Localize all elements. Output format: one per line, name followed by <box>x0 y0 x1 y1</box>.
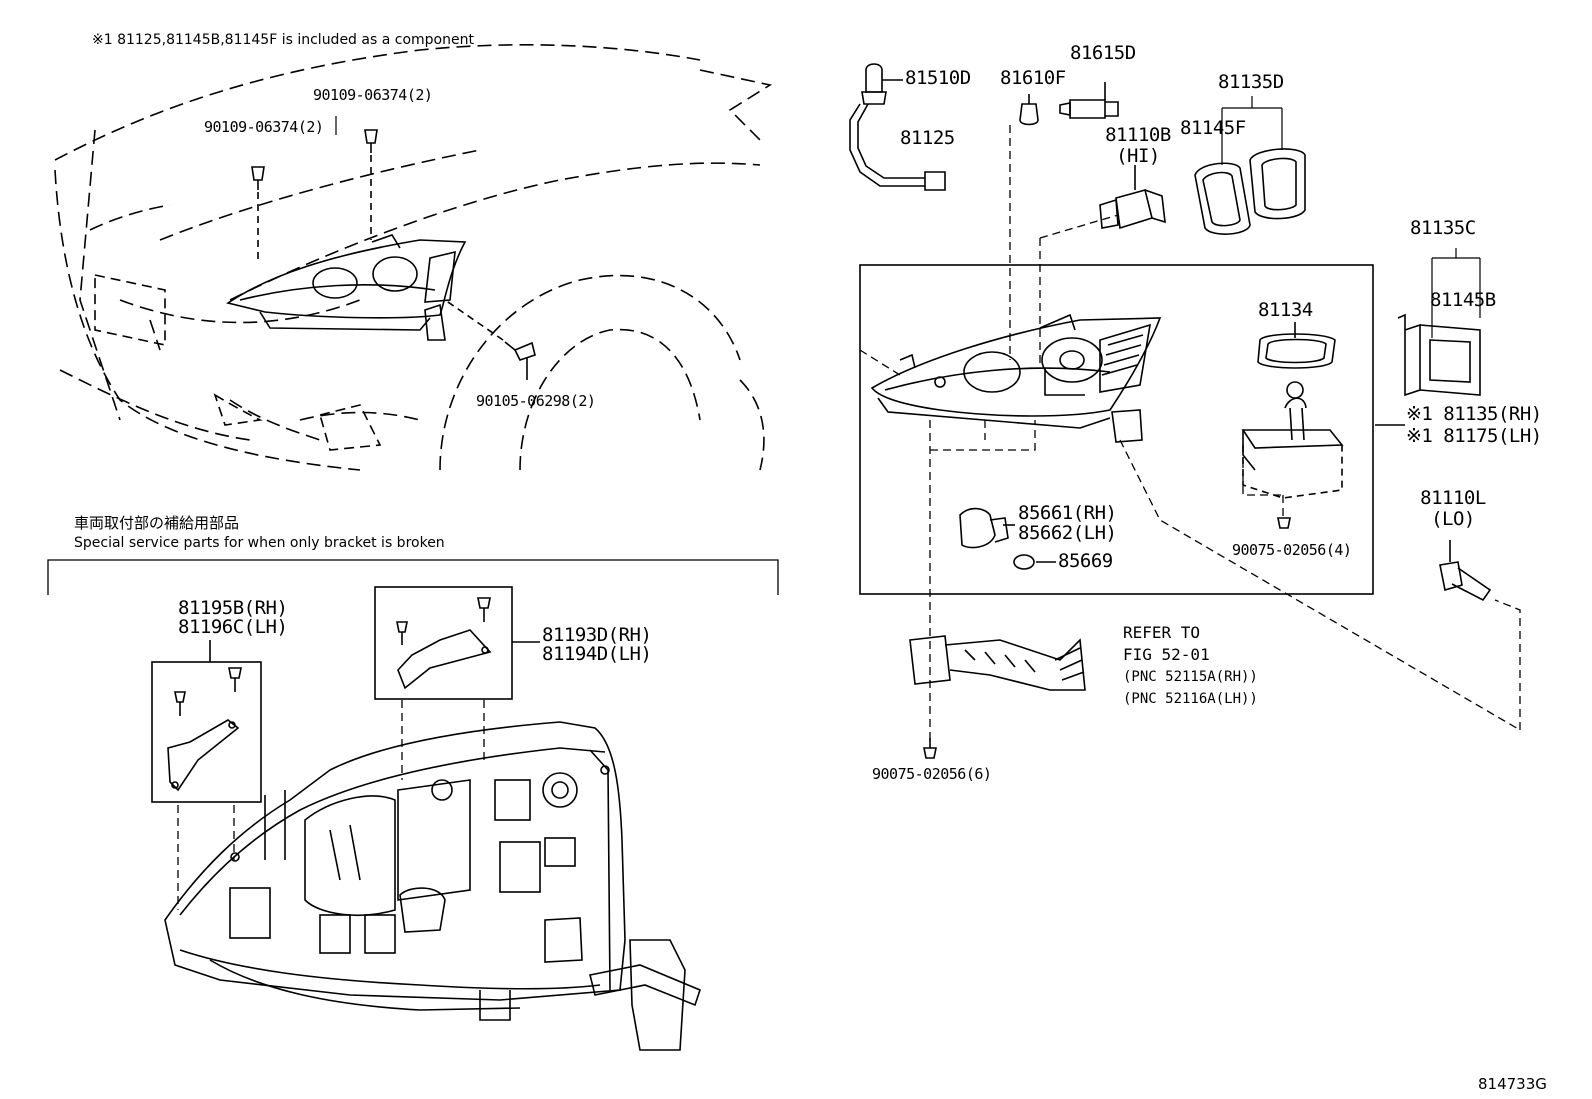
screw-90109-left <box>251 166 265 260</box>
special-service-bracket-outline <box>47 559 779 595</box>
label-81125: 81125 <box>900 127 955 149</box>
screw-90105 <box>444 299 536 380</box>
bracket-81193D <box>396 597 540 690</box>
bulb-81610F <box>1019 94 1039 126</box>
section-title-en: Special service parts for when only brac… <box>74 535 445 551</box>
figure-id: 814733G <box>1478 1075 1547 1093</box>
bulb-81615D <box>1059 82 1119 119</box>
socket-wire-81125 <box>849 103 946 191</box>
label-81134: 81134 <box>1258 299 1313 321</box>
label-81145F: 81145F <box>1180 117 1246 139</box>
box-81195B <box>151 661 262 803</box>
leader-81135D <box>1221 96 1283 165</box>
right-leader-lines <box>859 125 1521 745</box>
screw-90075-6 <box>923 738 937 759</box>
label-81615D: 81615D <box>1070 42 1136 64</box>
ballast-81135 <box>1241 381 1405 499</box>
refer-line-2: FIG 52-01 <box>1123 645 1210 664</box>
socket-85661 <box>959 507 1015 549</box>
label-81135-rh: ※1 81135(RH) <box>1406 403 1542 425</box>
screw-90075-4 <box>1277 517 1291 529</box>
bracket-fig-52-01 <box>909 635 1086 691</box>
label-85669: 85669 <box>1058 550 1113 572</box>
bulb-81110B <box>1099 165 1166 230</box>
label-85662: 85662(LH) <box>1018 522 1117 544</box>
bulb-81110L <box>1439 540 1492 602</box>
label-81110B-part: 81110B <box>1105 124 1171 146</box>
label-81175-lh: ※1 81175(LH) <box>1406 425 1542 447</box>
label-81510D: 81510D <box>905 67 971 89</box>
headlamp-in-vehicle <box>226 234 467 341</box>
label-81110B-hi: (HI) <box>1116 145 1160 167</box>
leader-81135C <box>1431 248 1481 338</box>
label-81194D: 81194D(LH) <box>542 643 652 665</box>
refer-line-3: (PNC 52115A(RH)) <box>1123 669 1258 685</box>
label-81193D: 81193D(RH) <box>542 624 652 646</box>
label-81110B: 81110B (HI) <box>1103 125 1173 167</box>
screw-90109-right <box>364 129 378 240</box>
bracket-81195B <box>167 640 242 792</box>
label-81135C: 81135C <box>1410 217 1476 239</box>
refer-line-1: REFER TO <box>1123 623 1201 642</box>
label-81110L: 81110L (LO) <box>1418 488 1488 530</box>
box-81193D <box>374 586 513 700</box>
bulb-81510D <box>861 63 903 105</box>
label-81610F: 81610F <box>1000 67 1066 89</box>
label-90075-6: 90075-02056(6) <box>872 765 992 783</box>
section-title-jp: 車両取付部の補給用部品 <box>74 514 240 532</box>
label-81110L-lo: (LO) <box>1431 508 1475 530</box>
label-90105: 90105-06298(2) <box>476 392 596 410</box>
cover-81145F <box>1194 162 1251 235</box>
label-90075-4: 90075-02056(4) <box>1232 541 1352 559</box>
headlamp-rear-housing <box>164 721 701 1051</box>
gasket-81134 <box>1257 322 1336 369</box>
label-81195B: 81195B(RH) <box>178 597 288 619</box>
label-90109-right: 90109-06374(2) <box>313 86 433 104</box>
label-85661: 85661(RH) <box>1018 502 1117 524</box>
cover-81135C <box>1397 313 1481 397</box>
label-81110L-part: 81110L <box>1420 487 1486 509</box>
label-81196C: 81196C(LH) <box>178 616 288 638</box>
headlamp-assembly-box <box>859 264 1374 595</box>
ring-85669 <box>1013 554 1056 570</box>
vehicle-front-outline <box>54 43 773 471</box>
refer-line-4: (PNC 52116A(LH)) <box>1123 691 1258 707</box>
cover-81135D <box>1249 148 1306 220</box>
label-81135D: 81135D <box>1218 71 1284 93</box>
label-81145B: 81145B <box>1430 289 1496 311</box>
label-90109-left: 90109-06374(2) <box>204 118 324 136</box>
component-note: ※1 81125,81145B,81145F is included as a … <box>92 32 474 48</box>
refer-to-note: REFER TO FIG 52-01 (PNC 52115A(RH)) (PNC… <box>1123 622 1258 710</box>
vehicle-grille-outline <box>94 274 382 451</box>
headlamp-assembly <box>870 313 1162 443</box>
